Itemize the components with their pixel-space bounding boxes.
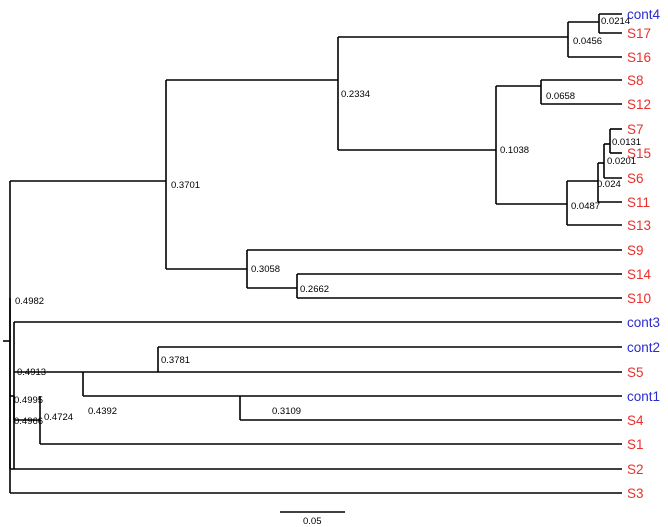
node-label: 0.3109 [272,406,301,417]
node-label: 0.3701 [171,180,200,191]
node-label: 0.4995 [14,395,43,406]
node-label: 0.0658 [546,91,575,102]
leaf-label-s1: S1 [627,437,644,452]
leaf-label-cont4: cont4 [627,7,661,22]
leaf-label-s8: S8 [627,73,644,88]
leaf-label-s9: S9 [627,243,644,258]
leaf-label-s16: S16 [627,50,651,65]
leaf-label-s4: S4 [627,413,644,428]
leaf-label-s5: S5 [627,365,644,380]
leaf-label-s11: S11 [627,195,650,210]
node-label: 0.4982 [15,296,44,307]
scale-bar-label: 0.05 [303,516,322,527]
node-label: 0.3781 [161,355,190,366]
node-label: 0.2662 [300,284,329,295]
node-label: 0.0214 [601,16,630,27]
leaf-label-cont2: cont2 [627,340,660,355]
leaf-label-s10: S10 [627,291,651,306]
leaf-label-cont1: cont1 [627,389,660,404]
leaf-label-s3: S3 [627,486,644,501]
leaf-label-s12: S12 [627,97,651,112]
tree-branches [3,13,622,494]
leaf-label-s15: S15 [627,146,651,161]
node-label: 0.024 [597,179,621,190]
leaf-label-s17: S17 [627,26,651,41]
leaf-label-s6: S6 [627,171,644,186]
leaf-label-cont3: cont3 [627,315,660,330]
scale-bar: 0.05 [280,511,345,527]
node-label: 0.3058 [251,264,280,275]
leaf-label-s7: S7 [627,122,644,137]
node-label: 0.2334 [341,89,370,100]
leaf-label-s13: S13 [627,218,651,233]
node-label: 0.4724 [44,412,73,423]
node-label: 0.4913 [17,367,46,378]
node-label: 0.0131 [612,137,641,148]
leaf-label-s2: S2 [627,462,644,477]
node-label: 0.1038 [500,145,529,156]
leaf-label-s14: S14 [627,267,652,282]
node-labels: 0.0214 0.0456 0.2334 0.0658 0.0131 0.020… [14,16,641,427]
node-label: 0.0456 [573,36,602,47]
node-label: 0.4966 [14,416,43,427]
node-label: 0.0201 [607,156,636,167]
node-label: 0.4392 [88,406,117,417]
node-label: 0.0487 [571,201,600,212]
